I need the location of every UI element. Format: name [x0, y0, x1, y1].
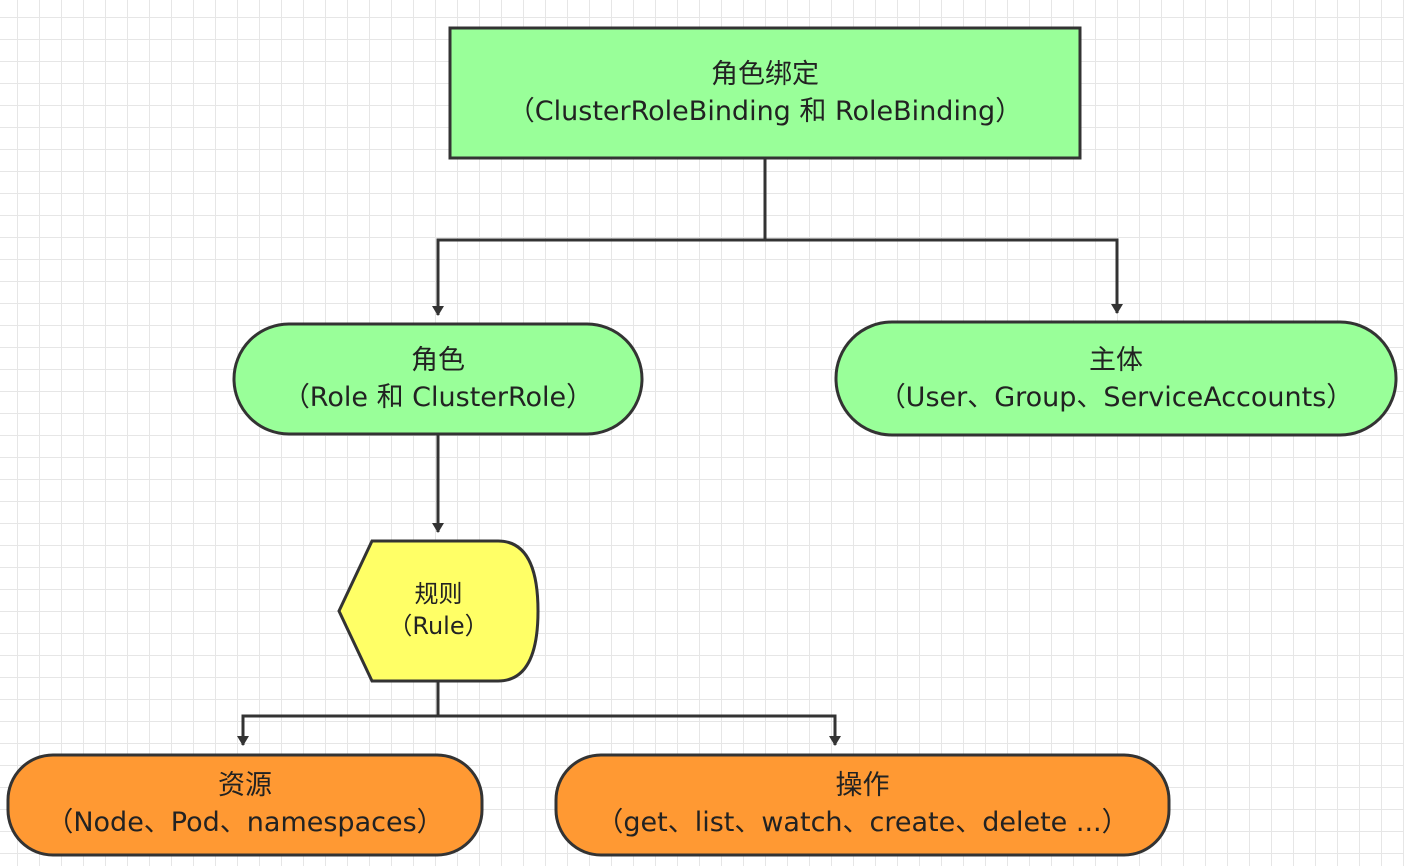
role-binding-label: 角色绑定 （ClusterRoleBinding 和 RoleBinding）	[450, 56, 1080, 130]
connector-rule-to-resources	[237, 682, 440, 746]
operations-subtitle: （get、list、watch、create、delete ...）	[596, 807, 1129, 838]
role-title: 角色	[411, 345, 465, 376]
rule-title: 规则	[414, 580, 463, 608]
connector-rule-to-operations	[438, 714, 841, 746]
role-binding-title: 角色绑定	[711, 59, 819, 90]
subject-label: 主体 （User、Group、ServiceAccounts）	[836, 342, 1396, 416]
rule-shape	[337, 539, 540, 683]
operations-title: 操作	[835, 770, 890, 801]
role-subtitle: （Role 和 ClusterRole）	[282, 382, 594, 413]
role-binding-subtitle: （ClusterRoleBinding 和 RoleBinding）	[507, 96, 1023, 127]
role-box	[232, 322, 644, 436]
resources-title: 资源	[218, 770, 272, 801]
operations-label: 操作 （get、list、watch、create、delete ...）	[556, 767, 1169, 841]
resources-box	[6, 753, 484, 857]
subject-title: 主体	[1089, 345, 1143, 376]
resources-subtitle: （Node、Pod、namespaces）	[46, 807, 444, 838]
role-label: 角色 （Role 和 ClusterRole）	[234, 342, 642, 416]
rule-label: 规则 （Rule）	[339, 578, 538, 642]
subject-subtitle: （User、Group、ServiceAccounts）	[878, 382, 1354, 413]
operations-box	[554, 753, 1171, 857]
resources-label: 资源 （Node、Pod、namespaces）	[8, 767, 482, 841]
subject-box	[834, 320, 1398, 437]
connector-binding-to-role	[432, 158, 767, 316]
role-binding-box	[448, 26, 1082, 160]
rule-subtitle: （Rule）	[388, 612, 489, 640]
connector-binding-to-subject	[765, 238, 1123, 314]
